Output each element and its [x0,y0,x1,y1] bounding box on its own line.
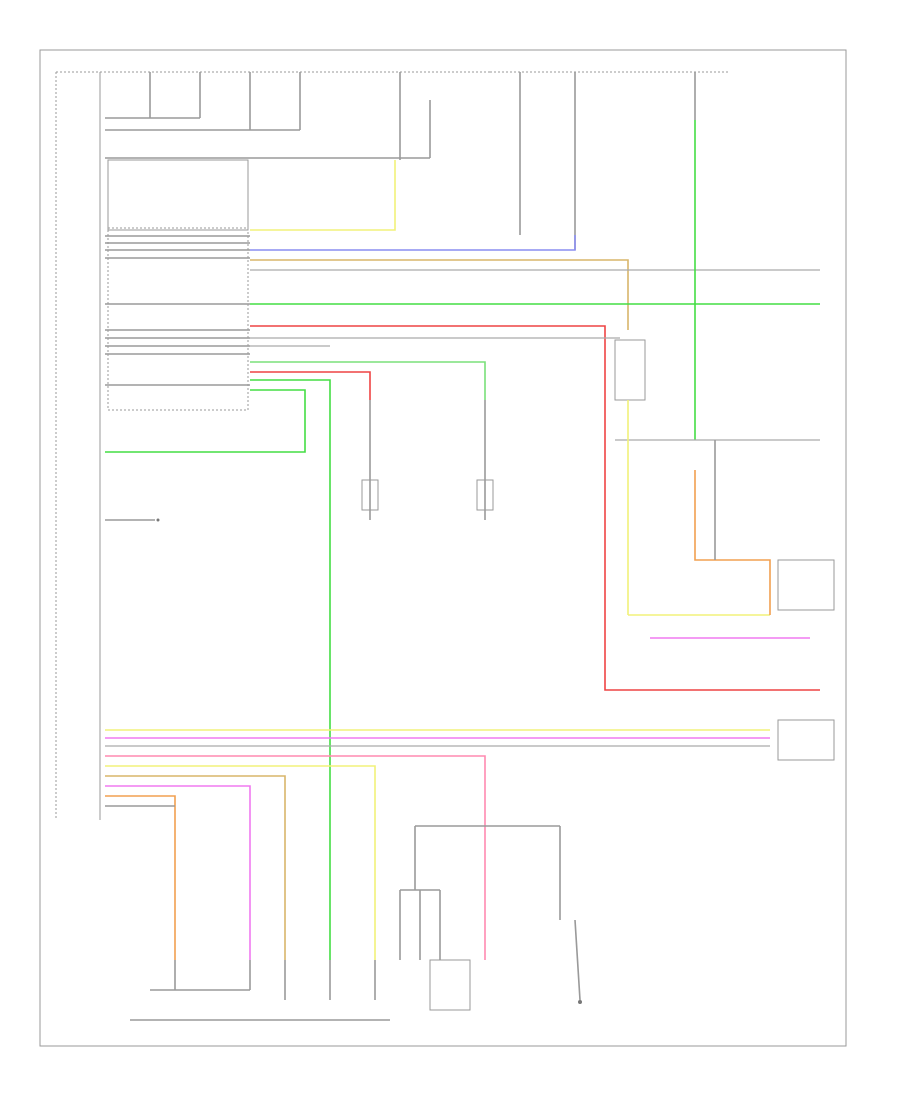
sensor-right [476,400,494,520]
ecu-lower-wires [105,729,770,960]
wire-orange-right [694,470,771,615]
ecu-upper-wires [105,235,250,386]
wire-light-green [250,361,486,400]
combination-meter-box [777,559,835,611]
dimmer-switch [329,960,376,1000]
fuse-stubs [149,72,696,250]
wire-yellow-top [250,160,396,231]
dome-light [414,825,582,1004]
tail-light-relay [399,889,471,1011]
wire-green-long [250,379,331,960]
light-control-switch [130,960,390,1021]
wire-red [250,325,820,691]
ecu-inner-connector [107,227,249,411]
ground-point [156,518,160,522]
wire-red-sensor [250,371,371,400]
wire-green-ecu [105,389,306,453]
relay-right-upper [614,339,646,401]
diagram-border [39,49,847,1047]
connector-right-lower [777,719,835,761]
wire-tan [250,259,629,330]
wire-blue [250,235,576,251]
sensor-left [361,400,379,520]
headlight-relay [107,159,249,231]
